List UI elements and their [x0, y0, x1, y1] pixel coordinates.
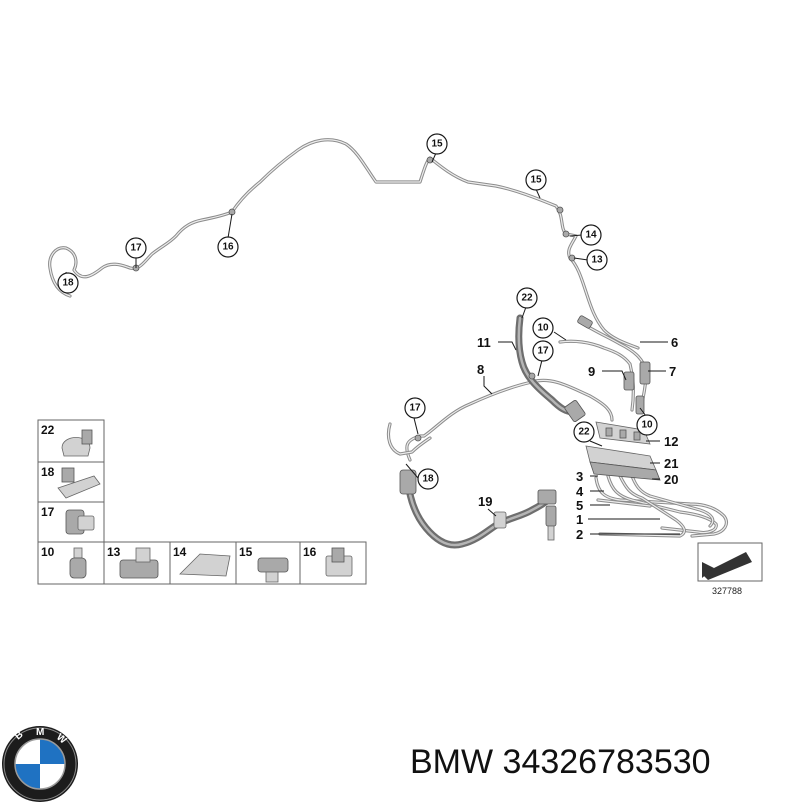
callout-number: 18 [422, 474, 434, 485]
label-11: 11 [477, 335, 491, 350]
label-6: 6 [671, 335, 678, 350]
label-5: 5 [576, 498, 583, 513]
svg-text:18: 18 [41, 465, 55, 479]
svg-text:15: 15 [239, 545, 253, 559]
callout-17c: 17 [404, 397, 426, 419]
brand-name: BMW [410, 743, 494, 781]
parts-legend: 22 18 17 10 13 14 [37, 419, 367, 585]
callout-number: 15 [530, 175, 542, 186]
callout-number: 15 [431, 139, 443, 150]
callout-19: 19 [478, 494, 492, 509]
diagram-reference: 327788 [697, 542, 763, 596]
flat-clip-icon [179, 553, 231, 577]
callout-number: 17 [409, 403, 421, 414]
callout-number: 22 [521, 293, 533, 304]
distribution-block [585, 421, 661, 481]
label-4: 4 [576, 484, 584, 499]
upper-brake-pipe [48, 138, 640, 350]
label-12: 12 [664, 434, 678, 449]
svg-text:10: 10 [41, 545, 55, 559]
pipe-clips [132, 156, 576, 442]
label-8: 8 [477, 362, 484, 377]
callout-number: 10 [641, 420, 653, 431]
callout-10b: 10 [636, 414, 658, 436]
callout-22a: 22 [516, 287, 538, 309]
callout-14: 14 [580, 224, 602, 246]
label-9: 9 [588, 364, 595, 379]
callout-15a: 15 [426, 133, 448, 155]
bmw-logo: B M W [2, 726, 78, 802]
svg-text:13: 13 [107, 545, 121, 559]
arrow-icon [702, 552, 752, 580]
bracket-clip-icon [57, 467, 101, 499]
brake-hose-19 [399, 469, 557, 549]
callout-18b: 18 [417, 468, 439, 490]
callout-16: 16 [217, 236, 239, 258]
callout-15b: 15 [525, 169, 547, 191]
callout-number: 22 [578, 427, 590, 438]
callout-number: 10 [537, 323, 549, 334]
label-3: 3 [576, 469, 583, 484]
diagram-number: 327788 [712, 586, 742, 596]
callout-number: 19 [478, 494, 492, 509]
callout-number: 17 [130, 243, 142, 254]
callout-number: 16 [222, 242, 234, 253]
svg-text:16: 16 [303, 545, 317, 559]
svg-text:22: 22 [41, 423, 55, 437]
callout-10a: 10 [532, 317, 554, 339]
pipe-clip-icon [61, 429, 93, 457]
callout-18a: 18 [57, 272, 79, 294]
callout-number: 13 [591, 255, 603, 266]
brake-hose-11 [515, 314, 586, 423]
pipe-fittings [577, 315, 651, 415]
callout-17a: 17 [125, 237, 147, 259]
part-title: BMW 34326783530 [410, 740, 711, 784]
label-2: 2 [576, 527, 583, 542]
callout-17b: 17 [532, 340, 554, 362]
callout-number: 17 [537, 346, 549, 357]
label-20: 20 [664, 472, 678, 487]
svg-text:14: 14 [173, 545, 187, 559]
label-1: 1 [576, 512, 583, 527]
part-number: 34326783530 [502, 743, 711, 781]
callout-number: 18 [62, 278, 74, 289]
svg-text:M: M [36, 727, 44, 738]
double-clip-icon [119, 547, 159, 579]
lower-brake-pipes [386, 320, 728, 538]
label-21: 21 [664, 456, 678, 471]
bleed-valve-icon [69, 547, 87, 579]
callout-13: 13 [586, 249, 608, 271]
svg-text:17: 17 [41, 505, 55, 519]
pipe-holder-icon [65, 509, 95, 535]
label-7: 7 [669, 364, 676, 379]
spring-clip-icon [325, 547, 353, 577]
push-clip-icon [257, 557, 289, 583]
callout-22b: 22 [573, 421, 595, 443]
callout-number: 14 [585, 230, 597, 241]
